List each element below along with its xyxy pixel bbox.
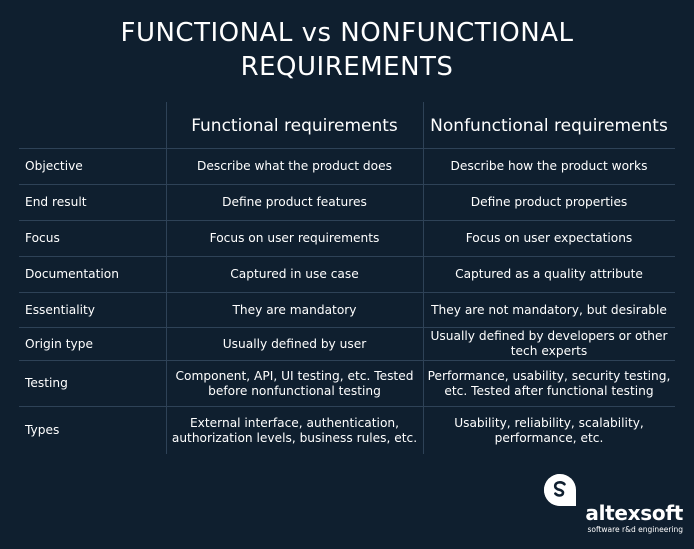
page-title-line-2: REQUIREMENTS [240, 52, 454, 82]
row-label: Types [25, 423, 60, 437]
column-header-nonfunctional: Nonfunctional requirements [430, 116, 668, 136]
nonfunctional-cell: Focus on user expectations [465, 231, 633, 245]
row-label: Documentation [25, 267, 119, 281]
functional-cell: Describe what the product does [197, 159, 392, 173]
table-row: Objective Describe what the product does… [19, 149, 675, 185]
table-row: Origin type Usually defined by user Usua… [19, 328, 675, 361]
nonfunctional-cell: Performance, usability, security testing… [427, 368, 671, 398]
row-label: Origin type [25, 336, 93, 351]
nonfunctional-cell: Usually defined by developers or other t… [430, 329, 668, 358]
brand-logo: altexsoft software r&d engineering [543, 473, 683, 535]
nonfunctional-cell: Usability, reliability, scalability, per… [454, 415, 644, 445]
column-header-functional: Functional requirements [191, 116, 398, 136]
nonfunctional-cell: Captured as a quality attribute [455, 267, 643, 281]
functional-cell: External interface, authentication, auth… [171, 415, 418, 445]
table-row: Documentation Captured in use case Captu… [19, 257, 675, 293]
functional-cell: Component, API, UI testing, etc. Tested … [175, 368, 414, 398]
table-row: Types External interface, authentication… [19, 407, 675, 454]
row-label: Essentiality [25, 302, 96, 317]
table-row: End result Define product features Defin… [19, 185, 675, 221]
functional-cell: Define product features [222, 195, 367, 209]
column-divider-1 [166, 102, 167, 454]
page-title: FUNCTIONAL vs NONFUNCTIONAL REQUIREMENTS [0, 16, 694, 84]
functional-cell: Focus on user requirements [209, 231, 380, 245]
nonfunctional-cell: They are not mandatory, but desirable [431, 302, 667, 317]
functional-cell: Captured in use case [230, 267, 359, 281]
table-header: Functional requirements Nonfunctional re… [19, 102, 675, 149]
brand-tagline: software r&d engineering [587, 525, 683, 534]
table-row: Focus Focus on user requirements Focus o… [19, 221, 675, 257]
table-row: Essentiality They are mandatory They are… [19, 293, 675, 328]
table-row: Testing Component, API, UI testing, etc.… [19, 361, 675, 407]
functional-cell: Usually defined by user [222, 336, 367, 351]
page-title-line-1: FUNCTIONAL vs NONFUNCTIONAL [120, 18, 574, 48]
row-label: End result [25, 195, 87, 209]
row-label: Objective [25, 159, 83, 173]
nonfunctional-cell: Define product properties [470, 195, 628, 209]
row-label: Testing [25, 376, 68, 390]
nonfunctional-cell: Describe how the product works [450, 159, 648, 173]
altexsoft-logo-icon [544, 474, 576, 506]
row-label: Focus [25, 231, 60, 245]
brand-name: altexsoft [585, 501, 683, 525]
functional-cell: They are mandatory [232, 302, 357, 317]
column-divider-2 [423, 102, 424, 454]
